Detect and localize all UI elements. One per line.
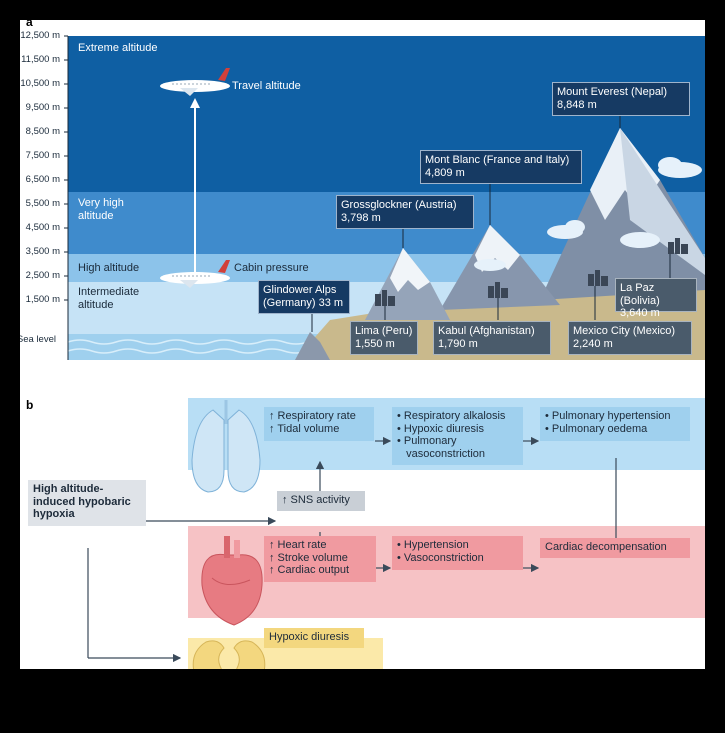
figure-panel: a 12,500 m 11,500 m 10,500 m 9,500 m 8,5…: [20, 20, 705, 669]
hypoxia-source-box: High altitude-induced hypobaric hypoxia: [28, 480, 146, 526]
cardiac-effects-box: • Hypertension• Vasoconstriction: [392, 536, 523, 570]
zone-high-label: High altitude: [78, 262, 140, 274]
tick-label: 1,500 m: [25, 294, 60, 305]
cabin-pressure-label: Cabin pressure: [234, 262, 309, 274]
tick-label: 4,500 m: [25, 222, 60, 233]
glindower-hill: [295, 332, 330, 360]
travel-altitude-label: Travel altitude: [232, 80, 301, 92]
clouds: [474, 157, 702, 271]
respiratory-box: ↑ Respiratory rate↑ Tidal volume: [264, 407, 374, 441]
sns-activity-box: ↑ SNS activity: [277, 491, 365, 511]
pulmonary-effects-box: • Pulmonary hypertension• Pulmonary oede…: [540, 407, 690, 441]
tick-label: 10,500 m: [20, 78, 60, 89]
hypoxic-diuresis-box: Hypoxic diuresis: [264, 628, 364, 648]
cardiac-decompensation-box: Cardiac decompensation: [540, 538, 690, 558]
zone-very-high-label: Very high altitude: [78, 197, 124, 222]
panel-b-letter: b: [26, 398, 34, 412]
zone-extreme-label: Extreme altitude: [78, 42, 158, 54]
tick-label: 7,500 m: [25, 150, 60, 161]
heart-icon: [201, 536, 263, 626]
panel-a-letter: a: [26, 20, 33, 29]
zone-intermediate-label: Intermediate altitude: [78, 286, 140, 311]
lungs-icon: [191, 400, 261, 493]
mexico-label: Mexico City (Mexico)2,240 m: [568, 321, 692, 355]
respiratory-effects-box: • Respiratory alkalosis• Hypoxic diuresi…: [392, 407, 523, 465]
tick-label: 11,500 m: [21, 54, 60, 65]
tick-label: 3,500 m: [25, 246, 60, 257]
grossglockner-label: Grossglockner (Austria)3,798 m: [336, 195, 474, 229]
altitude-illustration: [20, 20, 705, 365]
lapaz-label: La Paz (Bolivia)3,640 m: [615, 278, 697, 319]
kabul-label: Kabul (Afghanistan)1,790 m: [433, 321, 551, 355]
sea: [68, 334, 328, 360]
plane-icon-travel: [160, 68, 230, 96]
tick-label: 8,500 m: [25, 126, 60, 137]
city-skylines: [375, 238, 688, 306]
montblanc-label: Mont Blanc (France and Italy)4,809 m: [420, 150, 582, 184]
sea-level-label: Sea level: [20, 334, 56, 345]
tick-label: 12,500 m: [20, 30, 60, 41]
tick-label: 5,500 m: [25, 198, 60, 209]
tick-label: 2,500 m: [25, 270, 60, 281]
cardiac-box: ↑ Heart rate↑ Stroke volume↑ Cardiac out…: [264, 536, 376, 582]
glindower-label: Glindower Alps(Germany) 33 m: [258, 280, 350, 314]
tick-label: 6,500 m: [25, 174, 60, 185]
kidneys-icon: [192, 640, 266, 669]
tick-label: 9,500 m: [25, 102, 60, 113]
everest-label: Mount Everest (Nepal)8,848 m: [552, 82, 690, 116]
plane-icon-cabin: [160, 260, 230, 288]
everest-mountain: [540, 128, 705, 300]
lima-label: Lima (Peru)1,550 m: [350, 321, 418, 355]
